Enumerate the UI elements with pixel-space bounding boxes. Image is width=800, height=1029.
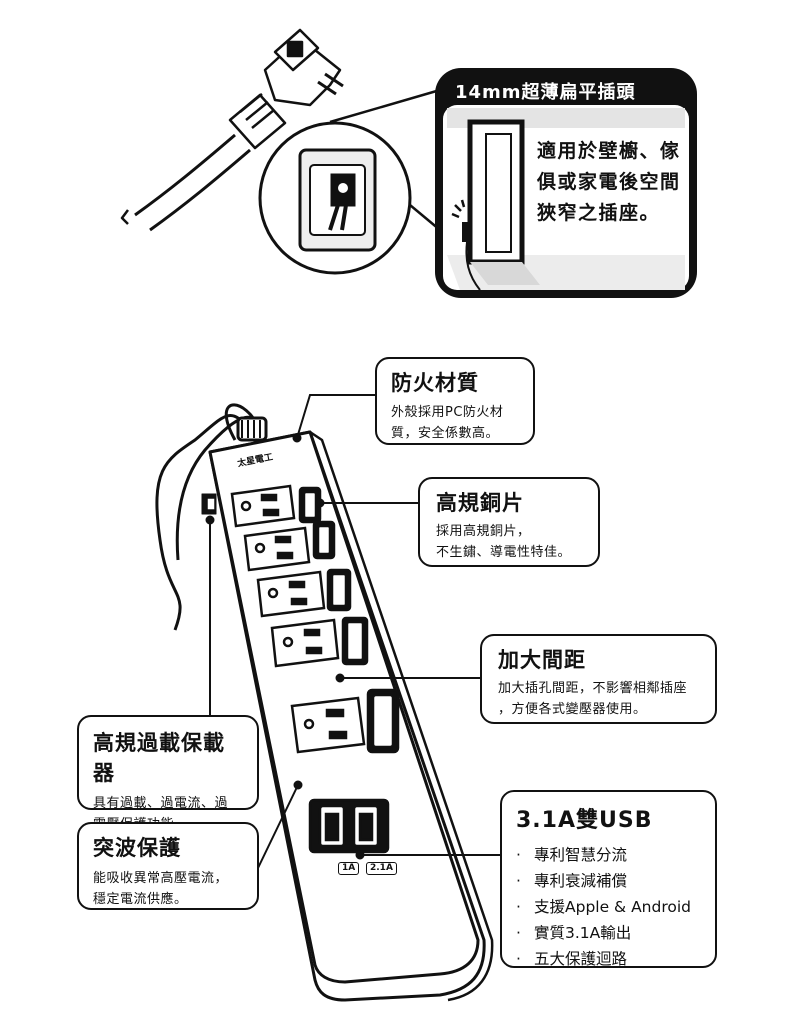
list-item: ·支援Apple & Android	[516, 898, 691, 916]
usb-feature-list: ·專利智慧分流 ·專利衰減補償 ·支援Apple & Android ·實質3.…	[516, 842, 701, 972]
feature-copper: 高規銅片 採用高規銅片， 不生鏽、導電性特佳。	[418, 477, 600, 567]
feature-desc-line-2: 穩定電流供應。	[93, 892, 188, 907]
list-item: ·專利智慧分流	[516, 846, 628, 864]
feature-overload: 高規過載保載器 具有過載、過電流、過 電壓保護功能。	[77, 715, 259, 832]
power-cord	[155, 403, 268, 631]
feature-title: 高規銅片	[436, 491, 524, 515]
feature-title: 高規過載保載器	[93, 731, 225, 785]
outlet-5	[290, 688, 400, 754]
list-item: ·實質3.1A輸出	[516, 924, 632, 942]
zoom-circle	[258, 88, 441, 275]
feature-desc-line-1: 加大插孔間距，不影響相鄰插座	[498, 681, 688, 696]
feature-surge: 突波保護 能吸收異常高壓電流， 穩定電流供應。	[77, 822, 259, 910]
usb-label-2-1a: 2.1A	[366, 862, 397, 875]
list-item: ·五大保護迴路	[516, 950, 628, 968]
feature-desc-line-2: ，方便各式變壓器使用。	[498, 702, 647, 717]
flat-plug-title: 14mm超薄扁平插頭	[455, 82, 636, 103]
usb-module	[308, 798, 390, 854]
outlet-2	[243, 520, 336, 572]
outlets	[230, 484, 400, 854]
flat-plug-drawing	[120, 28, 344, 232]
feature-desc-line-1: 具有過載、過電流、過	[93, 796, 229, 811]
flat-plug-description: 適用於壁櫥、傢俱或家電後空間狹窄之插座。	[537, 140, 681, 224]
outlet-4	[270, 616, 369, 668]
feature-title: 防火材質	[391, 371, 479, 395]
usb-label-1a: 1A	[338, 862, 360, 875]
leader-lines	[205, 394, 500, 869]
feature-desc: 外殼採用PC防火材質，安全係數高。	[391, 405, 504, 441]
list-item: ·專利衰減補償	[516, 872, 628, 890]
feature-desc-line-1: 能吸收異常高壓電流，	[93, 871, 229, 886]
flat-plug-callout-panel	[435, 68, 697, 298]
feature-fireproof: 防火材質 外殼採用PC防火材質，安全係數高。	[375, 357, 535, 445]
feature-title: 突波保護	[93, 836, 181, 860]
feature-title: 加大間距	[498, 648, 586, 672]
feature-spacing: 加大間距 加大插孔間距，不影響相鄰插座 ，方便各式變壓器使用。	[480, 634, 717, 724]
feature-desc-line-2: 不生鏽、導電性特佳。	[436, 545, 572, 560]
feature-usb: 3.1A雙USB ·專利智慧分流 ·專利衰減補償 ·支援Apple & Andr…	[500, 790, 717, 968]
outlet-3	[256, 568, 352, 618]
outlet-1	[230, 484, 322, 528]
feature-title: 3.1A雙USB	[516, 808, 653, 833]
feature-desc-line-1: 採用高規銅片，	[436, 524, 531, 539]
